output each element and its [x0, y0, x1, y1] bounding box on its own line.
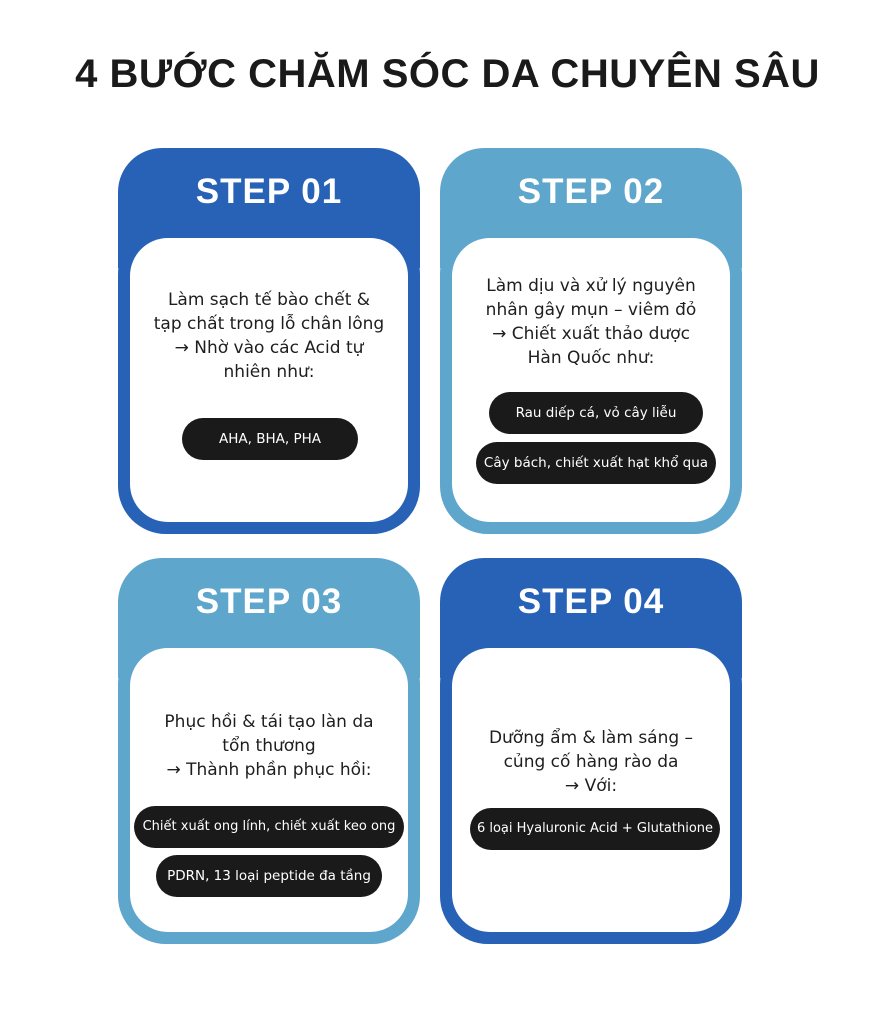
- step-02-label: STEP 02: [517, 172, 665, 211]
- step-01-card: STEP 01 Làm sạch tế bào chết & tạp chất …: [118, 148, 420, 534]
- step-04-description: Dưỡng ẩm & làm sáng – củng cố hàng rào d…: [488, 728, 694, 796]
- step-04-content: Dưỡng ẩm & làm sáng – củng cố hàng rào d…: [452, 648, 730, 932]
- step-03-card: STEP 03 Phục hồi & tái tạo làn da tổn th…: [118, 558, 420, 944]
- step-04-label: STEP 04: [517, 582, 665, 621]
- ingredient-pill: 6 loại Hyaluronic Acid + Glutathione: [470, 808, 720, 850]
- step-02-content: Làm dịu và xử lý nguyên nhân gây mụn – v…: [452, 238, 730, 522]
- ingredient-pill: PDRN, 13 loại peptide đa tầng: [156, 855, 382, 897]
- step-01-label: STEP 01: [195, 172, 343, 211]
- step-03-content: Phục hồi & tái tạo làn da tổn thương → T…: [130, 648, 408, 932]
- ingredient-pill: Chiết xuất ong lính, chiết xuất keo ong: [134, 806, 404, 848]
- ingredient-pill: Rau diếp cá, vỏ cây liễu: [489, 392, 703, 434]
- step-01-content: Làm sạch tế bào chết & tạp chất trong lỗ…: [130, 238, 408, 522]
- ingredient-pill: Cây bách, chiết xuất hạt khổ qua: [476, 442, 716, 484]
- step-02-card: STEP 02 Làm dịu và xử lý nguyên nhân gây…: [440, 148, 742, 534]
- page-title: 4 BƯỚC CHĂM SÓC DA CHUYÊN SÂU: [75, 52, 820, 96]
- step-02-description: Làm dịu và xử lý nguyên nhân gây mụn – v…: [485, 276, 697, 368]
- step-04-card: STEP 04 Dưỡng ẩm & làm sáng – củng cố hà…: [440, 558, 742, 944]
- step-03-description: Phục hồi & tái tạo làn da tổn thương → T…: [164, 712, 374, 780]
- ingredient-pill: AHA, BHA, PHA: [182, 418, 358, 460]
- step-03-label: STEP 03: [195, 582, 343, 621]
- step-01-description: Làm sạch tế bào chết & tạp chất trong lỗ…: [153, 290, 385, 382]
